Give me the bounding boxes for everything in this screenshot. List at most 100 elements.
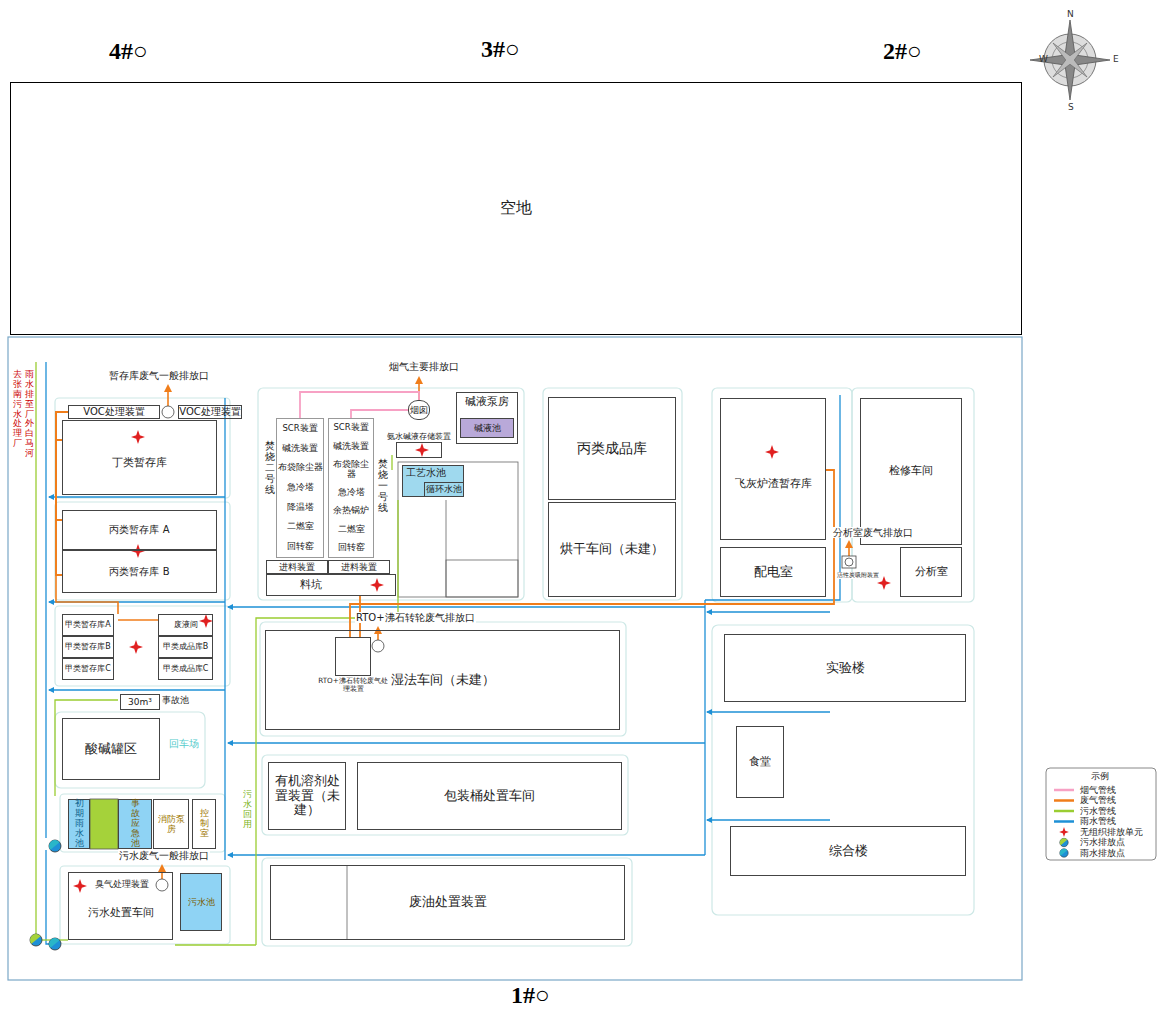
site-boundary: [8, 337, 1022, 980]
exhaust-pipe: [167, 386, 169, 406]
building-box: 分析室: [900, 547, 962, 597]
rain-pipe: [228, 606, 705, 607]
emission-star: [199, 614, 213, 628]
box-label: 丁类暂存库: [112, 457, 167, 470]
rain-pipe: [228, 854, 705, 855]
box-label: 控制室: [200, 809, 209, 839]
rain-pipe: [704, 600, 705, 855]
zone-outline: [55, 502, 230, 600]
label: 焚烧一号线: [377, 458, 389, 513]
building-box: 污水池: [180, 873, 222, 931]
building-box: VOC处理装置: [178, 405, 242, 419]
box-label: RTO+沸石转轮废气处理装置: [317, 677, 389, 694]
building-box: 消防泵房: [153, 799, 189, 849]
box-label: 配电室: [754, 565, 793, 580]
box-label: 丙类暂存库 A: [109, 524, 169, 536]
building-box: 循环水池: [424, 482, 464, 497]
zone-outline: [60, 794, 225, 852]
compass-rose: [1030, 20, 1110, 100]
box-label: 甲类暂存库A: [65, 620, 110, 629]
sewage-pipe: [256, 500, 398, 945]
emission-star: [370, 578, 384, 592]
legend-sample: [1054, 810, 1074, 813]
building-box: 进料装置: [266, 560, 328, 574]
monitor-point: 1#○: [510, 982, 551, 1008]
building-detail: [398, 462, 518, 597]
legend-text: 雨水管线: [1080, 817, 1116, 826]
legend-text: 废气管线: [1080, 796, 1116, 805]
sewage-pipe: [36, 362, 398, 945]
label: 污水废气一般排放口: [118, 850, 210, 861]
label: 去张南污水处理厂: [12, 370, 23, 449]
building-box: 丙类暂存库 B: [62, 550, 217, 593]
rain-pipe: [45, 362, 46, 838]
legend-sample: [1054, 820, 1074, 823]
building-box: 烟囱: [408, 400, 430, 420]
legend-sample: [1059, 827, 1069, 837]
emission-star: [415, 443, 429, 457]
compass-rose: [1030, 20, 1110, 100]
emission-star: [131, 544, 145, 558]
rain-pipe: [707, 819, 830, 820]
box-label: 碱液泵房: [465, 396, 509, 409]
box-label: VOC处理装置: [179, 406, 241, 418]
legend-sample: [1054, 799, 1074, 802]
box-label: 二燃室: [287, 522, 314, 532]
box-label: 废油处置装置: [409, 895, 487, 910]
zone-outline: [55, 712, 205, 788]
building-box: SCR装置碱洗装置布袋除尘器急冷塔余热锅炉二燃室回转窑: [328, 418, 374, 558]
building-box: 碱液泵房碱液池: [456, 392, 518, 444]
building-box: 酸碱罐区: [62, 718, 160, 780]
building-box: 废液间: [158, 614, 213, 636]
box-label: 急冷塔: [338, 488, 365, 498]
box-label: 进料装置: [279, 562, 315, 572]
building-box: 综合楼: [730, 826, 966, 876]
legend-sample: [1054, 789, 1074, 792]
emission-star: [765, 445, 779, 459]
box-label: SCR装置: [282, 424, 317, 434]
building-box: 空地: [10, 82, 1022, 335]
box-label: 急冷塔: [287, 483, 314, 493]
building-detail: [446, 560, 518, 597]
building-detail: [90, 462, 518, 940]
building-box: 氨水碱液存储装置: [396, 442, 442, 458]
building-box: 实验楼: [724, 634, 966, 702]
box-label: 实验楼: [826, 661, 865, 676]
monitor-point: 4#○: [108, 38, 149, 64]
label: 污水回用: [242, 790, 253, 830]
box-label: 进料装置: [341, 562, 377, 572]
building-box: 废油处置装置: [270, 865, 625, 940]
box-label: 烘干车间（未建）: [560, 542, 664, 557]
emission-star: [131, 430, 145, 444]
box-label: 分析室: [915, 566, 948, 579]
building-box: 甲类暂存库A: [62, 614, 114, 636]
box-label: 污水处置车间: [88, 907, 154, 920]
exhaust-stack: [156, 406, 856, 891]
box-label: 料坑: [300, 579, 322, 592]
legend-text: 污水管线: [1080, 807, 1116, 816]
building-box: 甲类成品库B: [158, 636, 213, 658]
compass-letter: S: [1067, 103, 1075, 113]
exhaust-stack: [162, 406, 174, 418]
box-label: 碱洗装置: [333, 442, 369, 452]
legend-sample: [1058, 837, 1068, 847]
building-box: 食堂: [736, 726, 784, 798]
exhaust-pipe: [56, 378, 849, 879]
exhaust-stack: [842, 556, 856, 568]
box-label: 二燃室: [338, 525, 365, 535]
legend-frame: [1046, 768, 1156, 860]
building-box: 甲类暂存库C: [62, 658, 114, 680]
zone-outline: [60, 866, 230, 944]
box-label: 甲类暂存库C: [65, 664, 111, 673]
outlet-point: [28, 838, 61, 950]
exhaust-stack: [372, 640, 384, 652]
box-label: 30m³: [128, 697, 152, 707]
building-detail: [90, 799, 118, 849]
sewage-pipe: [391, 455, 392, 470]
box-label: 布袋除尘器: [329, 460, 373, 480]
building-box: 控制室: [192, 799, 216, 849]
label: 暂存库废气一般排放口: [108, 370, 210, 381]
